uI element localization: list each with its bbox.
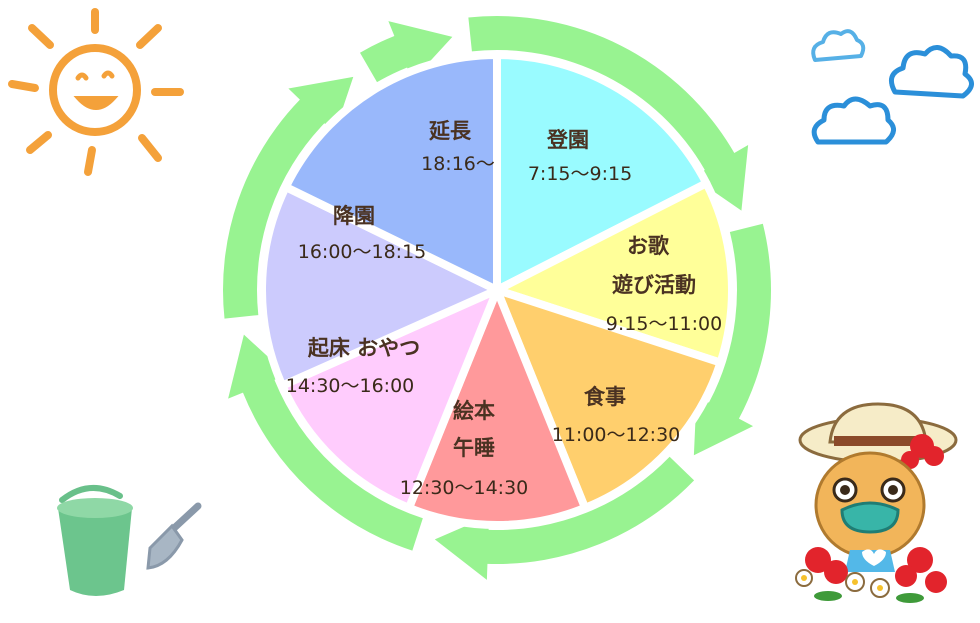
cloud-icon	[888, 45, 974, 99]
slice-label-5: 降園 16:00〜18:15	[298, 204, 427, 263]
slice-title-1: お歌	[627, 234, 670, 258]
sun-icon	[8, 8, 184, 176]
cycle-arrow-ring	[223, 16, 771, 580]
mascot-icon	[795, 402, 958, 603]
ring-arrow-segment	[228, 334, 423, 551]
schedule-slice-2	[493, 286, 725, 512]
shovel-icon	[146, 502, 202, 570]
slice-label-1: お歌 遊び活動 9:15〜11:00	[606, 234, 722, 335]
slice-title-6: 延長	[428, 119, 472, 143]
slice-title-5: 降園	[333, 204, 375, 228]
slice-time-0: 7:15〜9:15	[528, 163, 632, 185]
slice-subtitle-3: 午睡	[453, 436, 495, 460]
schedule-slice-1	[493, 179, 736, 367]
ring-arrow-segment	[360, 21, 453, 83]
schedule-slice-3	[404, 286, 590, 529]
cloud-icon	[811, 29, 866, 62]
slice-title-3: 絵本	[453, 399, 495, 423]
schedule-slice-4	[278, 286, 501, 512]
schedule-slice-0	[493, 51, 711, 294]
slice-label-3: 絵本 午睡 12:30〜14:30	[400, 399, 529, 499]
slice-title-2: 食事	[584, 385, 626, 409]
slice-title-0: 登園	[546, 128, 589, 152]
slice-title-4: 起床 おやつ	[307, 336, 420, 360]
slice-time-1: 9:15〜11:00	[606, 313, 722, 335]
ring-arrow-segment	[223, 76, 354, 319]
slice-time-2: 11:00〜12:30	[552, 424, 681, 446]
schedule-slice-6	[281, 51, 501, 294]
schedule-pie	[258, 51, 736, 529]
slice-label-0: 登園 7:15〜9:15	[528, 128, 632, 185]
slice-subtitle-1: 遊び活動	[612, 273, 696, 297]
slice-label-4: 起床 おやつ 14:30〜16:00	[286, 336, 420, 397]
slice-label-6: 延長 18:16〜	[421, 119, 495, 175]
cloud-icon	[811, 96, 896, 145]
bucket-icon	[57, 484, 133, 596]
ring-arrow-segment	[693, 223, 771, 456]
slice-time-4: 14:30〜16:00	[286, 375, 415, 397]
schedule-slice-5	[258, 182, 501, 390]
ring-arrow-segment	[468, 16, 749, 211]
slice-time-6: 18:16〜	[421, 153, 495, 175]
slice-time-5: 16:00〜18:15	[298, 241, 427, 263]
slice-time-3: 12:30〜14:30	[400, 477, 529, 499]
slice-label-2: 食事 11:00〜12:30	[552, 385, 681, 446]
ring-arrow-segment	[434, 456, 695, 580]
